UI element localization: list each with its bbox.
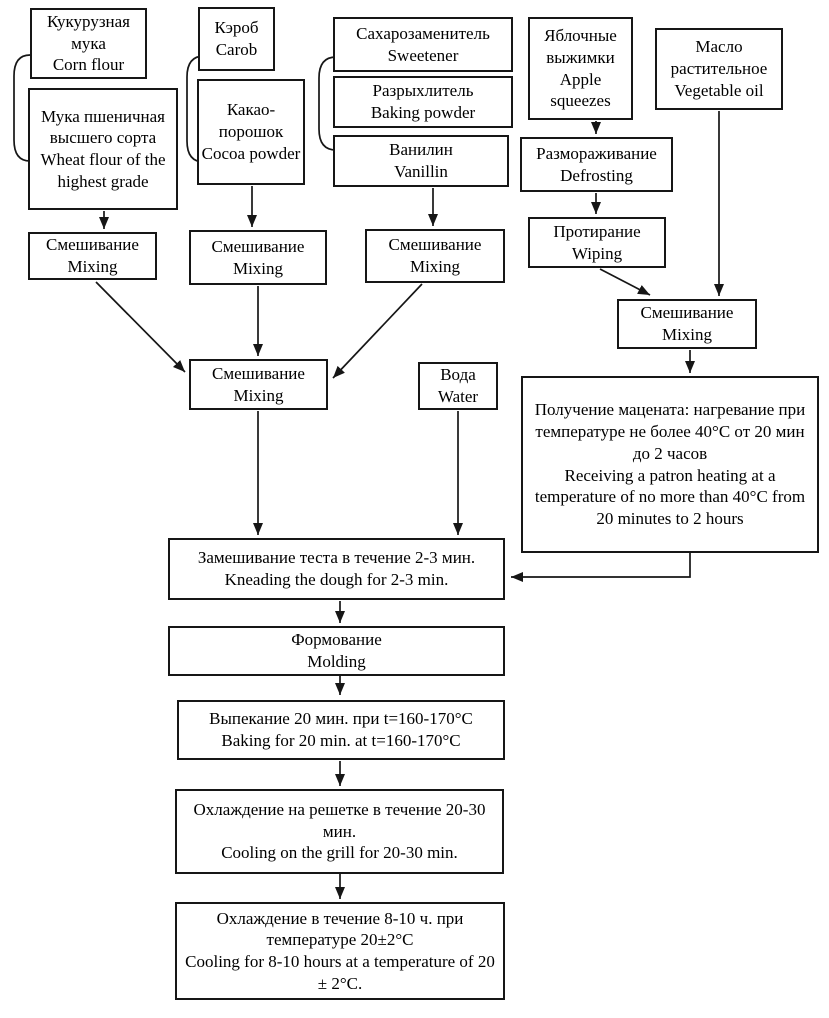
cooling-final-label-ru: Охлаждение в течение 8-10 ч. при темпера…: [216, 908, 464, 950]
node-maceration: Получение мацената: нагревание при темпе…: [521, 376, 819, 553]
water-label-ru: Вода: [440, 365, 476, 385]
maceration-label-en: Receiving a patron heating at a temperat…: [534, 465, 806, 529]
node-mixing-1: Смешивание Mixing: [28, 232, 157, 280]
defrosting-label-ru: Размораживание: [536, 143, 657, 163]
mixing-center-label-ru: Смешивание: [212, 363, 305, 383]
mixing-center-label-en: Mixing: [233, 385, 284, 405]
node-cooling-rack: Охлаждение на решетке в течение 20-30 ми…: [175, 789, 504, 874]
apple-squeezes-label-ru: Яблочные выжимки: [544, 26, 617, 67]
baking-powder-label-ru: Разрыхлитель: [372, 81, 474, 101]
node-molding: Формование Molding: [168, 626, 505, 676]
water-label-en: Water: [437, 387, 479, 406]
node-cooling-final: Охлаждение в течение 8-10 ч. при темпера…: [175, 902, 505, 1000]
node-vegetable-oil: Масло растительное Vegetable oil: [655, 28, 783, 110]
mixing-right-label-en: Mixing: [661, 325, 713, 344]
node-mixing-right: Смешивание Mixing: [617, 299, 757, 349]
vegetable-oil-label-en: Vegetable oil: [674, 80, 764, 100]
cocoa-powder-label-en: Cocoa powder: [201, 143, 301, 163]
maceration-label-ru: Получение мацената: нагревание при темпе…: [534, 400, 806, 463]
node-kneading: Замешивание теста в течение 2-3 мин. Kne…: [168, 538, 505, 600]
node-wheat-flour: Мука пшеничная высшего сорта Wheat flour…: [28, 88, 178, 210]
node-corn-flour: Кукурузная мука Corn flour: [30, 8, 147, 79]
node-mixing-3: Смешивание Mixing: [365, 229, 505, 283]
mixing-right-label-ru: Смешивание: [640, 303, 734, 323]
baking-powder-label-en: Baking powder: [370, 103, 476, 122]
wheat-flour-label-en: Wheat flour of the highest grade: [40, 150, 166, 191]
arrow-wiping-to-mixing-right: [599, 268, 651, 296]
arrow-mixing-1-to-mixing-center: [95, 281, 186, 373]
molding-label-en: Molding: [307, 652, 366, 671]
node-baking: Выпекание 20 мин. при t=160-170°С Baking…: [177, 700, 505, 760]
baking-label-ru: Выпекание 20 мин. при t=160-170°С: [209, 709, 473, 729]
node-water: Вода Water: [418, 362, 498, 410]
kneading-label-ru: Замешивание теста в течение 2-3 мин.: [197, 548, 476, 568]
sweetener-label-en: Sweetener: [387, 45, 459, 65]
defrosting-label-en: Defrosting: [560, 165, 633, 185]
mixing-3-label-ru: Смешивание: [388, 235, 482, 255]
node-apple-squeezes: Яблочные выжимки Apple squeezes: [528, 17, 633, 120]
node-defrosting: Размораживание Defrosting: [520, 137, 673, 192]
node-cocoa-powder: Какао-порошок Cocoa powder: [197, 79, 305, 185]
cocoa-powder-label-ru: Какао-порошок: [218, 100, 284, 142]
mixing-2-label-en: Mixing: [232, 258, 284, 278]
kneading-label-en: Kneading the dough for 2-3 min.: [224, 570, 449, 589]
wiping-label-en: Wiping: [571, 243, 623, 263]
apple-squeezes-label-en: Apple squeezes: [550, 69, 611, 111]
cooling-rack-label-en: Cooling on the grill for 20-30 min.: [221, 843, 458, 863]
bracket-sweetener-group: [318, 56, 337, 151]
carob-label-en: Carob: [215, 40, 258, 59]
arrow-mixing-3-to-mixing-center: [332, 283, 423, 379]
corn-flour-label-en: Corn flour: [52, 55, 125, 75]
cooling-final-label-en: Cooling for 8-10 hours at a temperature …: [185, 952, 495, 993]
node-carob: Кэроб Carob: [198, 7, 275, 71]
bracket-cocoa-group: [186, 55, 205, 163]
node-wiping: Протирание Wiping: [528, 217, 666, 268]
vanillin-label-ru: Ванилин: [389, 140, 453, 160]
vegetable-oil-label-ru: Масло растительное: [670, 37, 768, 79]
arrow-maceration-to-kneading: [511, 553, 691, 582]
vanillin-label-en: Vanillin: [394, 162, 448, 181]
cooling-rack-label-ru: Охлаждение на решетке в течение 20-30 ми…: [193, 799, 486, 841]
node-vanillin: Ванилин Vanillin: [333, 135, 509, 187]
bracket-flour-group: [13, 54, 31, 162]
sweetener-label-ru: Сахарозаменитель: [356, 23, 490, 43]
mixing-1-label-en: Mixing: [67, 257, 118, 276]
wiping-label-ru: Протирание: [553, 221, 641, 241]
baking-label-en: Baking for 20 min. at t=160-170°С: [221, 731, 461, 750]
wheat-flour-label-ru: Мука пшеничная высшего сорта: [41, 106, 165, 148]
mixing-3-label-en: Mixing: [409, 257, 461, 276]
molding-label-ru: Формование: [291, 630, 382, 650]
node-baking-powder: Разрыхлитель Baking powder: [333, 76, 513, 128]
node-mixing-2: Смешивание Mixing: [189, 230, 327, 285]
corn-flour-label-ru: Кукурузная мука: [46, 11, 131, 53]
mixing-1-label-ru: Смешивание: [46, 235, 139, 255]
node-sweetener: Сахарозаменитель Sweetener: [333, 17, 513, 72]
carob-label-ru: Кэроб: [214, 18, 259, 38]
mixing-2-label-ru: Смешивание: [211, 236, 305, 256]
node-mixing-center: Смешивание Mixing: [189, 359, 328, 410]
